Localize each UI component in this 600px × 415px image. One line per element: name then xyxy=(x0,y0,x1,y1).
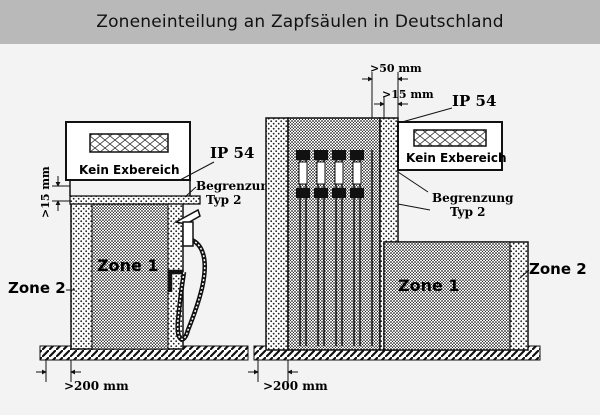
left-gap-vertical: >15 mm xyxy=(39,166,52,218)
left-zone1-body xyxy=(91,202,169,350)
left-dispenser: >15 mm >200 mm Kein Exbereich IP 54 Begr… xyxy=(8,121,278,393)
right-limit-label-1: Begrenzung xyxy=(432,191,514,205)
right-display xyxy=(413,129,487,147)
left-gap-bottom: >200 mm xyxy=(64,379,129,393)
left-display xyxy=(89,133,169,153)
right-zone1-label: Zone 1 xyxy=(398,276,460,295)
left-no-ex-label: Kein Exbereich xyxy=(79,163,180,177)
left-zone2-label: Zone 2 xyxy=(8,279,66,297)
right-limit-label-2: Typ 2 xyxy=(450,205,486,219)
diagram-title: Zoneneinteilung an Zapfsäulen in Deutsch… xyxy=(96,12,504,32)
left-limit-label-1: Begrenzung xyxy=(196,179,278,193)
left-zone1-label: Zone 1 xyxy=(97,256,159,275)
left-ip-label: IP 54 xyxy=(210,144,254,162)
right-pillar-left xyxy=(265,117,289,351)
right-nozzle-holders xyxy=(296,150,364,198)
right-gap-50: >50 mm xyxy=(370,62,422,75)
right-gap-15: >15 mm xyxy=(382,88,434,101)
right-lower-zone1 xyxy=(383,241,511,351)
right-zone2-label: Zone 2 xyxy=(529,260,587,278)
right-dispenser: >50 mm >15 mm >200 mm IP 54 Kein Exberei… xyxy=(248,62,587,393)
right-gap-bottom: >200 mm xyxy=(263,379,328,393)
left-limit-label-2: Typ 2 xyxy=(206,193,242,207)
right-ip-label: IP 54 xyxy=(452,92,496,110)
title-bar: Zoneneinteilung an Zapfsäulen in Deutsch… xyxy=(0,0,600,44)
right-no-ex-label: Kein Exbereich xyxy=(406,151,507,165)
left-bezel xyxy=(69,195,201,205)
